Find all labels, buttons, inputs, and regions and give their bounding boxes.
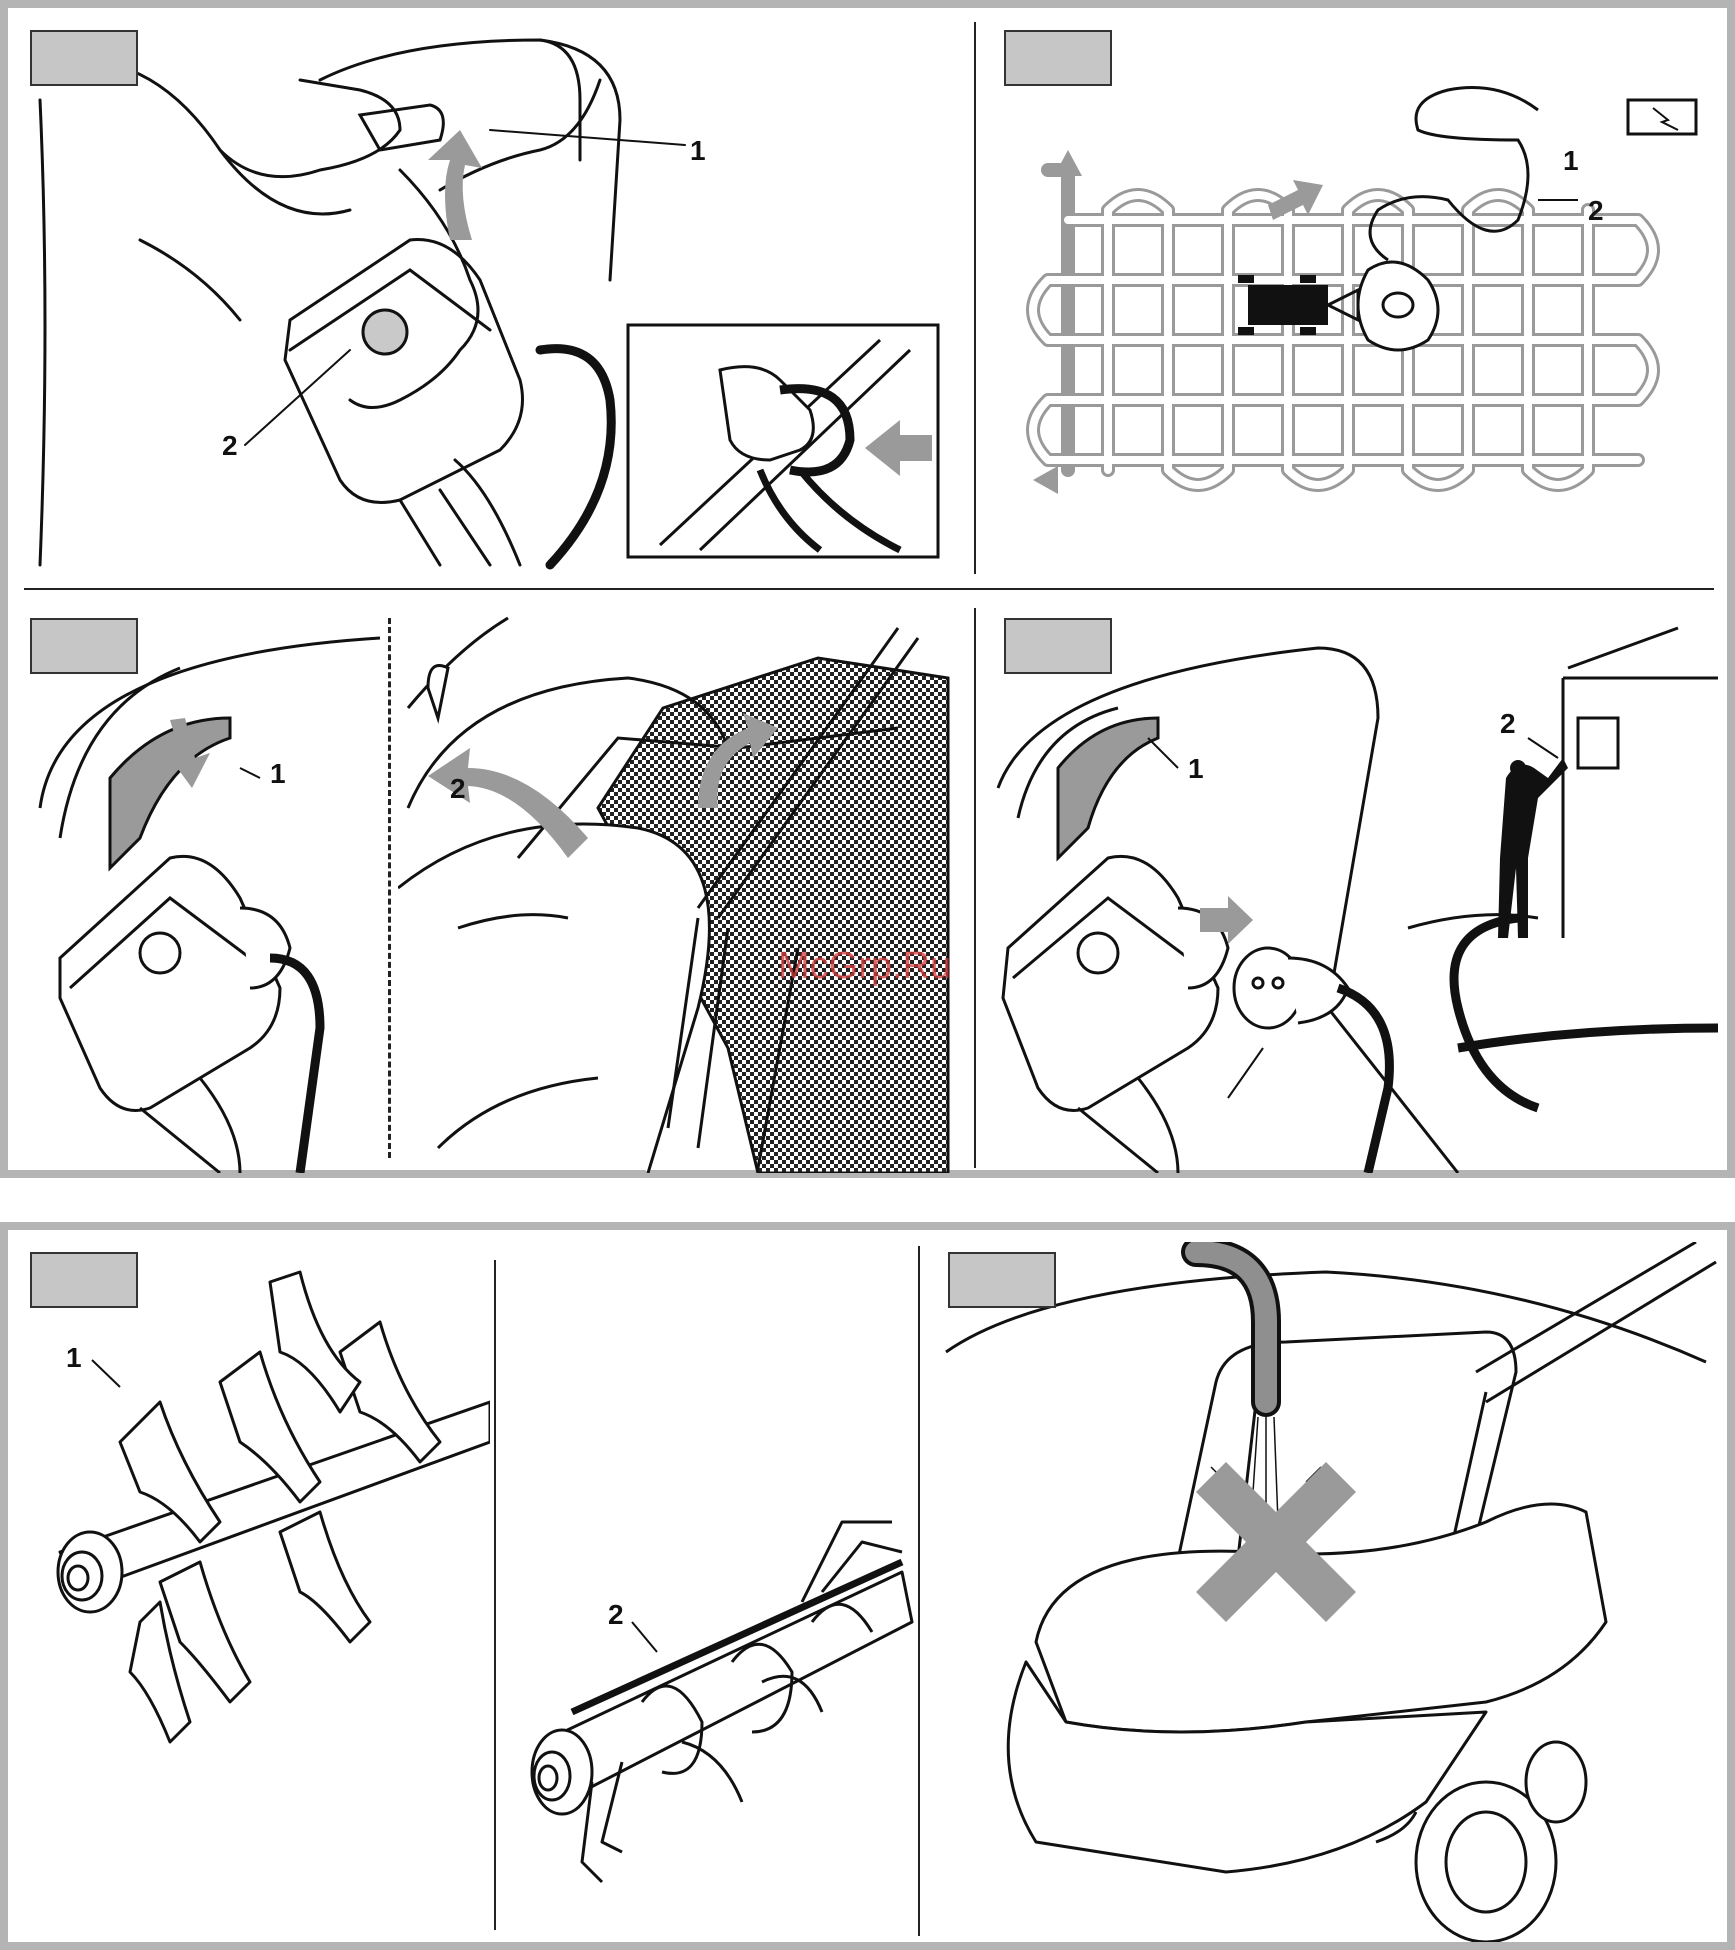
panel-lever-release: 1 (20, 608, 384, 1173)
panel-divider (974, 22, 976, 574)
callout-label: 1 (66, 1342, 82, 1373)
figure-number-tab (1004, 30, 1112, 86)
figure-number-tab (30, 618, 138, 674)
watermark: McGrp.Ru (778, 945, 951, 987)
figure-number-tab (30, 1252, 138, 1308)
callout-label: 1 (270, 758, 286, 789)
callout-label: 1 (690, 135, 706, 166)
callout-label: 1 (1563, 145, 1579, 176)
callout-label: 2 (450, 773, 466, 804)
figure-number-tab (948, 1252, 1056, 1308)
panel-unplug: 1 2 (978, 608, 1730, 1173)
row-divider (24, 588, 1714, 590)
panel-switch-start: 1 2 (20, 20, 970, 576)
callout-label: 2 (222, 430, 238, 461)
panel-divider (918, 1246, 920, 1936)
callout-label: 2 (608, 1599, 624, 1630)
figure-number-tab (30, 30, 138, 86)
panel-mowing-pattern: 1 2 (978, 20, 1730, 576)
callout-label: 2 (1588, 195, 1604, 226)
panel-grass-bag: 2 McGrp.Ru (398, 608, 968, 1173)
callout-label: 1 (1188, 753, 1204, 784)
panel-no-water (926, 1242, 1728, 1942)
panel-spring-roller: 2 (502, 1242, 914, 1942)
panel-divider (974, 608, 976, 1168)
instruction-sheet-bottom: 1 2 (0, 1222, 1735, 1950)
panel-blade-roller: 1 (20, 1242, 490, 1942)
callout-label: 2 (1500, 708, 1516, 739)
instruction-sheet-top: 1 2 (0, 0, 1735, 1178)
panel-divider-dashed (388, 618, 391, 1158)
panel-divider (494, 1260, 496, 1930)
figure-number-tab (1004, 618, 1112, 674)
